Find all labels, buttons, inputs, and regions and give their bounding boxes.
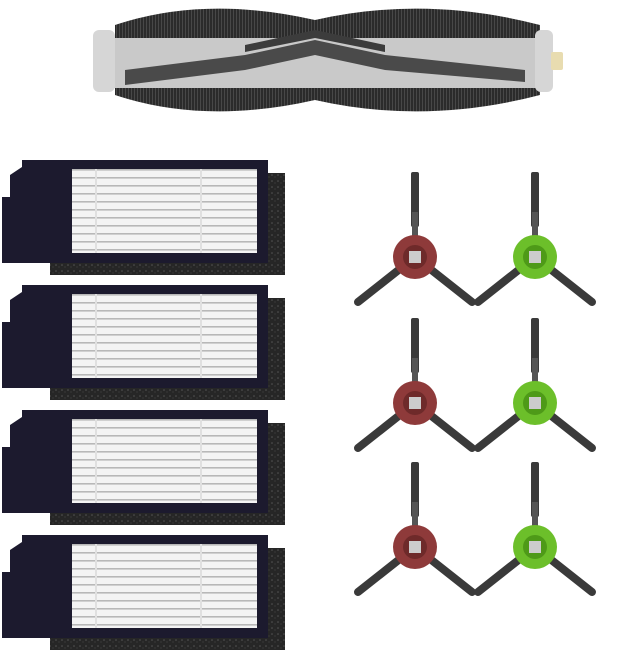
side-brush-green [470, 172, 600, 312]
side-brush-red [350, 318, 480, 458]
side-brush-green [470, 462, 600, 602]
main-roller-brush [85, 0, 565, 120]
hepa-filter [0, 155, 290, 277]
hepa-filter [0, 405, 290, 527]
side-brush-green [470, 318, 600, 458]
side-brush-red [350, 462, 480, 602]
hepa-filter [0, 530, 290, 652]
side-brush-red [350, 172, 480, 312]
hepa-filter [0, 280, 290, 402]
